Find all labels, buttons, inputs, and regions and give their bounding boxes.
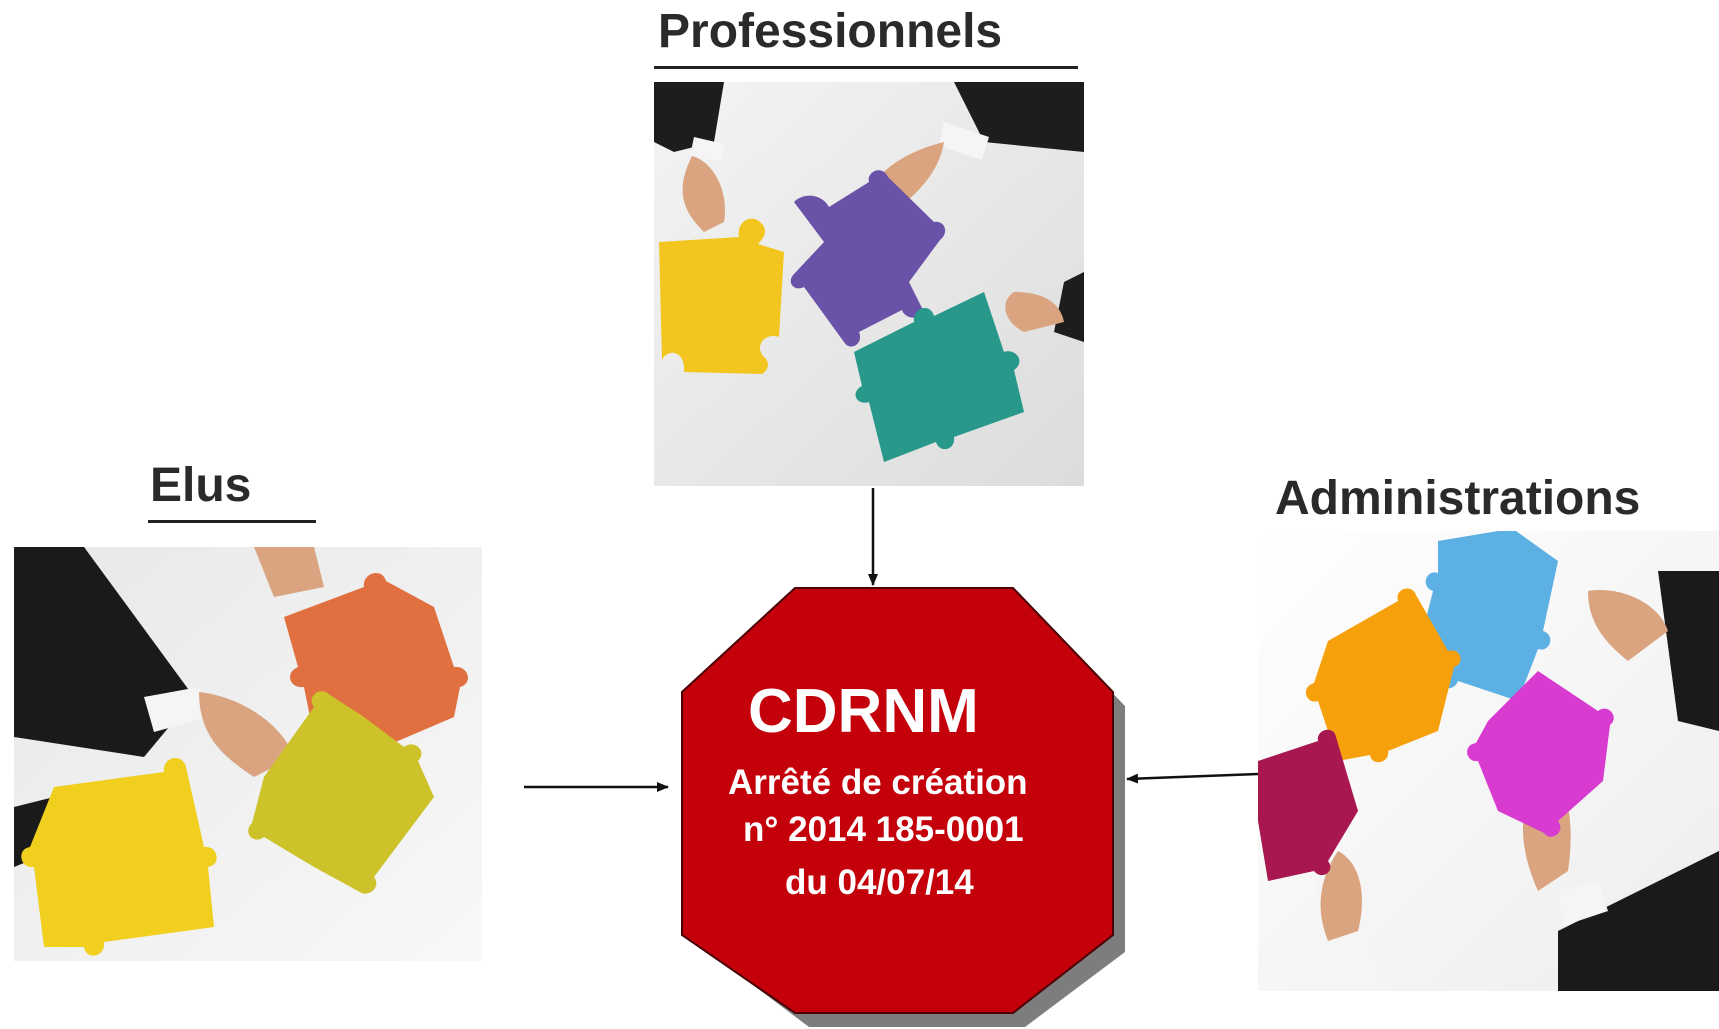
puzzle-piece-yellow: [21, 757, 217, 956]
elus-label: Elus: [148, 462, 316, 523]
professionnels-label: Professionnels: [654, 8, 1078, 69]
octagon-cdrnm: [681, 587, 1114, 1014]
puzzle-piece-crimson: [1258, 729, 1358, 881]
center-decree-date: du 04/07/14: [785, 863, 974, 902]
center-decree-number: n° 2014 185-0001: [743, 810, 1024, 849]
elus-puzzle-photo: [14, 547, 482, 961]
puzzle-piece-purple: [790, 170, 946, 347]
center-decree-label: Arrêté de création: [728, 763, 1028, 802]
administrations-puzzle-photo: [1258, 531, 1719, 991]
puzzle-piece-magenta: [1467, 671, 1614, 837]
puzzle-piece-lime: [248, 691, 434, 894]
arrow-from-administrations: [1126, 772, 1259, 784]
professionnels-puzzle-photo: [654, 82, 1084, 486]
puzzle-piece-yellow: [659, 218, 784, 374]
puzzle-piece-orange: [1305, 588, 1461, 763]
puzzle-piece-teal: [854, 292, 1024, 462]
center-title: CDRNM: [748, 677, 979, 746]
